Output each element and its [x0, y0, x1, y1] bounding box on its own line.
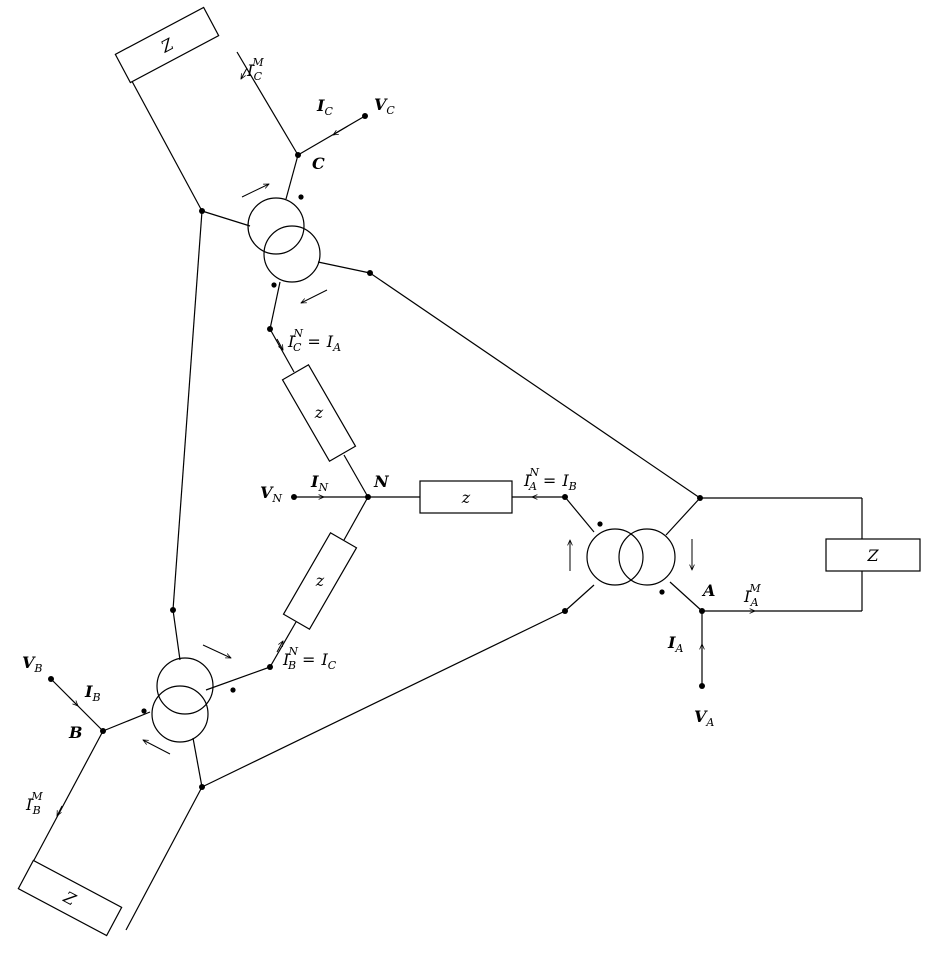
node-N-label: N: [373, 472, 390, 491]
current-arrows: [56, 67, 755, 816]
node-labels: C N A B: [68, 154, 715, 742]
current-IB: IB: [84, 682, 101, 704]
impedance-Z-phase-A: Z: [825, 538, 921, 572]
node-B-label: B: [68, 723, 83, 742]
node-A-label: A: [701, 581, 715, 600]
current-IA: IA: [667, 633, 683, 655]
impedance-z-phase-C: z: [281, 363, 357, 463]
transformer-C: [247, 197, 321, 283]
voltage-VB: VB: [22, 653, 43, 675]
impedance-z-label: z: [314, 403, 324, 422]
junction-dots: [48, 113, 705, 790]
impedance-Z-label: Z: [866, 546, 879, 565]
impedance-z-phase-A: z: [419, 480, 513, 514]
current-IN: IN: [310, 472, 328, 494]
current-IC: IC: [316, 96, 333, 118]
voltage-VC: VC: [374, 95, 395, 117]
impedance-z-label: z: [315, 571, 325, 590]
impedance-Z-phase-C: Z: [114, 6, 220, 84]
transformer-B: [151, 657, 214, 743]
impedance-Z-phase-B: Z: [17, 859, 123, 937]
node-C-label: C: [312, 154, 325, 173]
transformer-A: [586, 528, 676, 586]
voltage-VA: VA: [694, 707, 714, 729]
impedance-z-phase-B: z: [282, 531, 358, 631]
impedance-z-label: z: [461, 488, 471, 507]
voltage-labels: VC VN VA VB: [22, 95, 714, 729]
voltage-VN: VN: [260, 483, 282, 505]
